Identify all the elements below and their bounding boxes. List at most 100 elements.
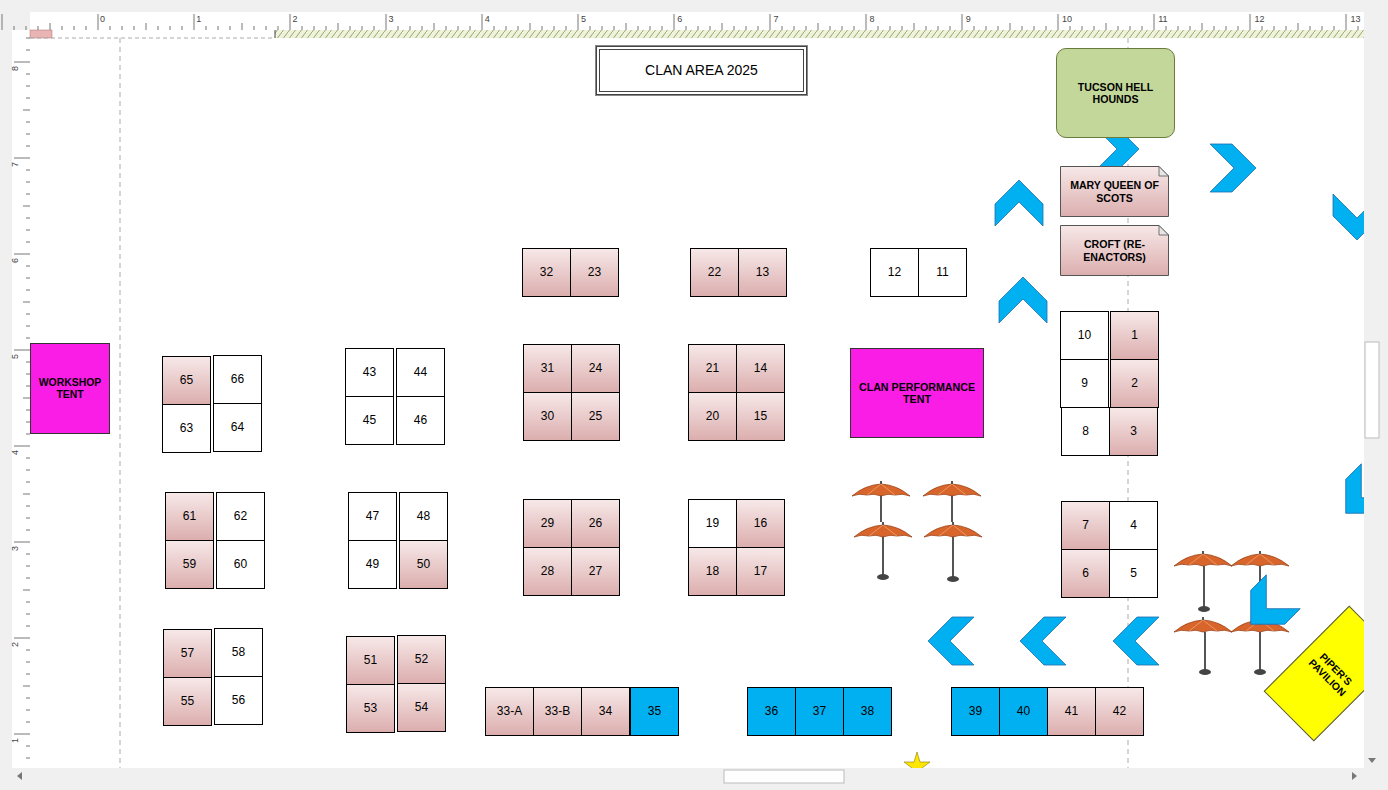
booth-open: 66 [213,355,262,404]
ruler-number: 6 [677,15,682,24]
node-label: 14 [754,362,767,376]
ruler-number: 2 [292,15,297,24]
node-label: 30 [541,410,554,424]
node-label: 57 [181,647,194,661]
node-label: 15 [754,410,767,424]
booth-reserved: 6 [1061,549,1110,598]
booth-reserved: 15 [736,392,785,441]
booth-reserved: 1 [1110,311,1159,360]
booth-open: 43 [345,348,394,397]
node-label: 13 [756,266,769,280]
star-marker [904,752,930,768]
node-label: 45 [363,414,376,428]
node-label: 59 [183,558,196,572]
umbrellas [852,481,1289,675]
node-label: 61 [183,510,196,524]
node-label: 64 [231,421,244,435]
node-label: 51 [364,654,377,668]
node-label: 49 [366,558,379,572]
booth-open: 49 [348,540,397,589]
node-label: 47 [366,510,379,524]
booth-blue: 35 [630,687,679,736]
node-label: 4 [1130,519,1137,533]
booth-reserved: 28 [523,547,572,596]
guide-line [120,38,121,768]
ruler-number: 4 [11,450,20,455]
ruler-number: 13 [1351,15,1361,24]
booth-reserved: 55 [163,677,212,726]
map-layer: TUCSON HELL HOUNDSMARY QUEEN OF SCOTSCRO… [30,38,1364,768]
node-label: 40 [1017,705,1030,719]
title-text: CLAN AREA 2025 [645,62,758,78]
node-label: 7 [1082,519,1089,533]
booth-blue: 37 [795,687,844,736]
booth-reserved: 52 [397,635,446,684]
booth-open: 56 [214,676,263,725]
node-label: 21 [706,362,719,376]
booth-open: 58 [214,628,263,677]
booth-reserved: 53 [346,684,395,733]
tent-box: CLAN PERFORMANCE TENT [850,348,984,438]
booth-reserved: 65 [162,356,211,405]
booth-reserved: 34 [581,687,630,736]
ruler-number: 1 [11,738,20,743]
node-label: WORKSHOP TENT [31,377,109,401]
booth-reserved: 24 [571,344,620,393]
node-label: 2 [1131,377,1138,391]
ruler-number: 8 [870,15,875,24]
ruler-number: 3 [11,546,20,551]
node-label: CROFT (RE-ENACTORS) [1060,238,1169,262]
node-label: 9 [1081,377,1088,391]
booth-open: 45 [345,396,394,445]
booth-reserved: 3 [1109,407,1158,456]
booth-reserved: 22 [690,248,739,297]
booth-open: 47 [348,492,397,541]
node-label: 33-B [545,705,570,719]
node-label: 5 [1130,567,1137,581]
booth-open: 8 [1061,407,1110,456]
node-label: 60 [234,558,247,572]
node-label: 63 [180,422,193,436]
booth-reserved: 50 [399,540,448,589]
booth-open: 12 [870,248,919,297]
node-label: TUCSON HELL HOUNDS [1057,81,1174,105]
booth-reserved: 29 [523,499,572,548]
node-label: 27 [589,565,602,579]
node-label: 41 [1065,705,1078,719]
booth-reserved: 41 [1047,687,1096,736]
booth-reserved: 16 [736,499,785,548]
booth-reserved: 25 [571,392,620,441]
ruler-number: 7 [11,162,20,167]
direction-chevron [1234,575,1300,641]
booth-blue: 40 [999,687,1048,736]
booth-reserved: 51 [346,636,395,685]
node-label: 3 [1130,425,1137,439]
booth-blue: 39 [951,687,1000,736]
node-label: 55 [181,695,194,709]
tent-box: WORKSHOP TENT [30,343,110,434]
booth-reserved: 31 [523,344,572,393]
node-label: 53 [364,702,377,716]
booth-open: 9 [1060,359,1109,408]
node-label: 39 [969,705,982,719]
node-label: 22 [708,266,721,280]
node-label: CLAN PERFORMANCE TENT [851,381,983,406]
ruler-number: 2 [11,642,20,647]
ruler-number: 7 [773,15,778,24]
ruler-number: 5 [11,354,20,359]
node-label: PIPER'S PAVILION [1299,641,1364,707]
node-label: 8 [1082,425,1089,439]
node-label: 66 [231,373,244,387]
booth-reserved: 17 [736,547,785,596]
ruler-number: 1 [196,15,201,24]
node-label: 33-A [497,705,522,719]
booth-reserved: 30 [523,392,572,441]
booth-reserved: 32 [522,248,571,297]
node-label: 58 [232,646,245,660]
title-box: CLAN AREA 2025 [596,46,807,95]
ruler-number: 8 [11,66,20,71]
ruler-number: 6 [11,258,20,263]
node-label: 32 [540,266,553,280]
node-label: 20 [706,410,719,424]
booth-open: 63 [162,404,211,453]
